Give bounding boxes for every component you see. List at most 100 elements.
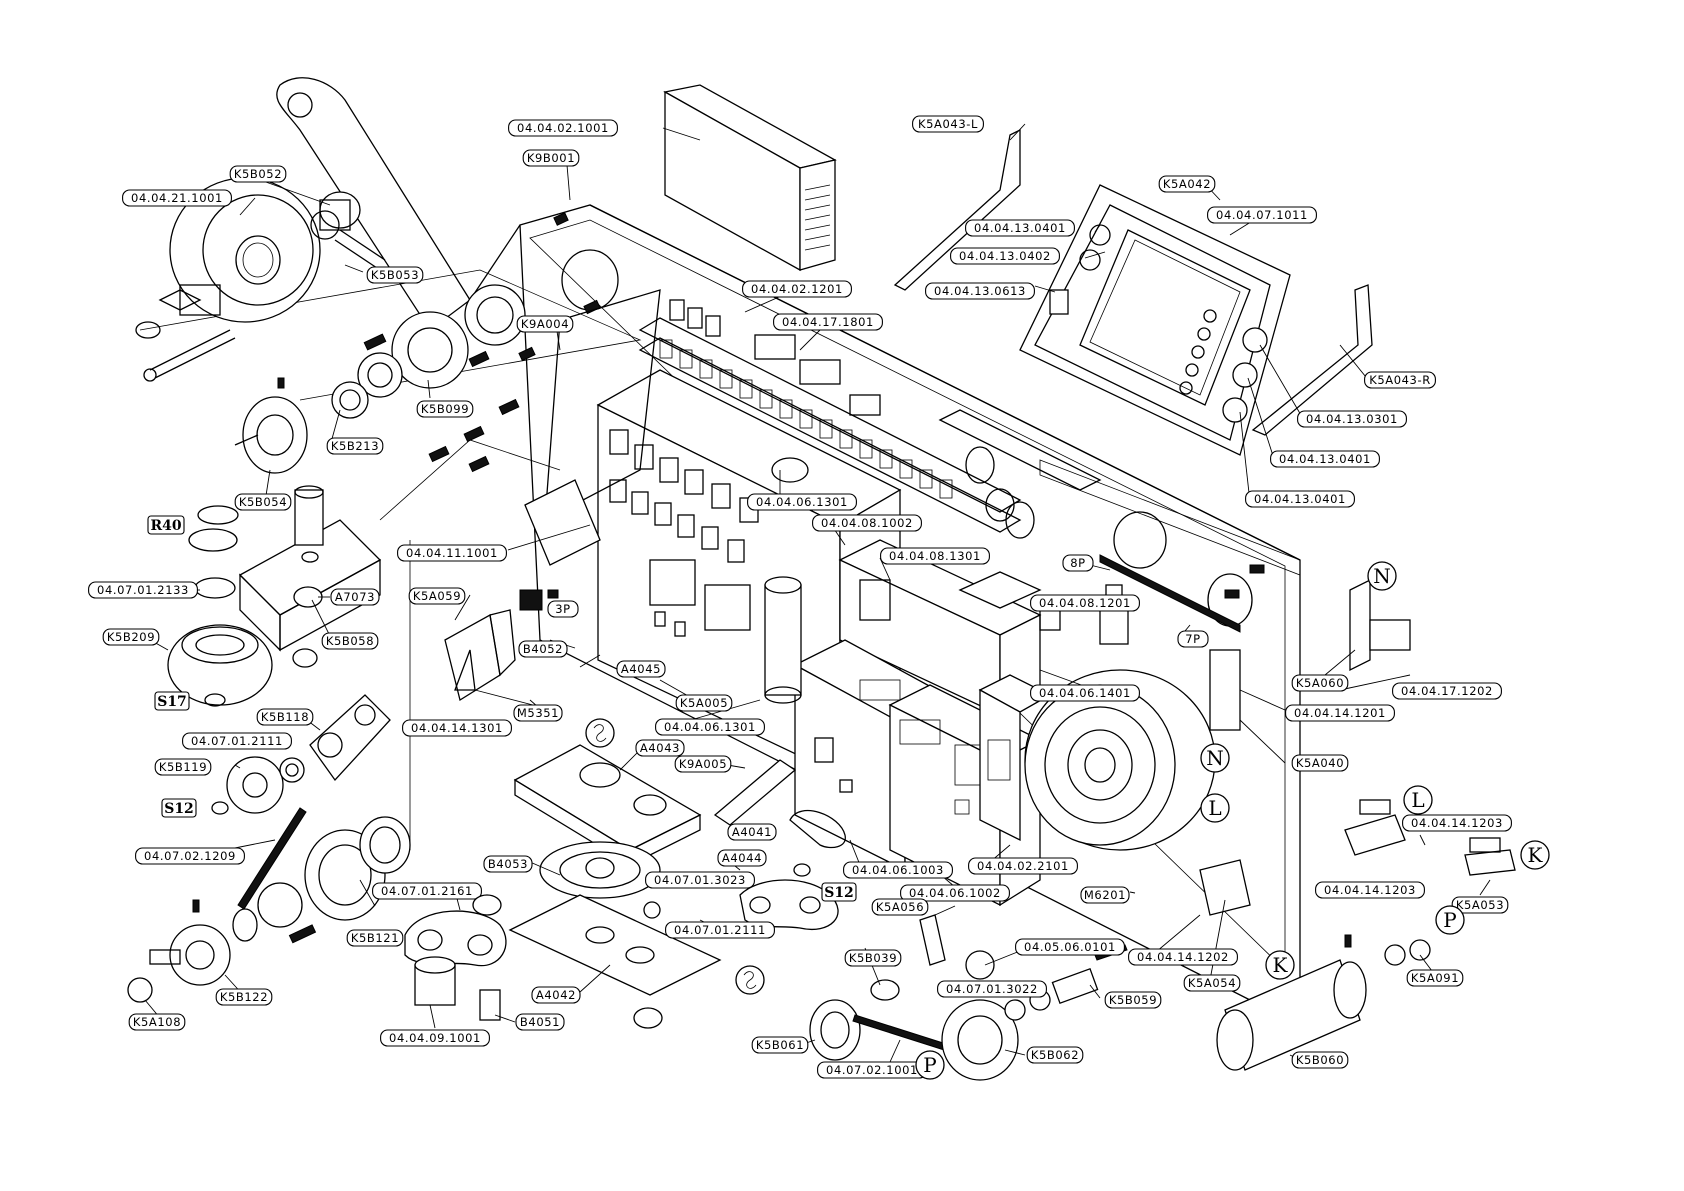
chain-04-07-02-1209 (237, 807, 307, 910)
label-frame (408, 587, 466, 605)
swing-arm (276, 77, 471, 331)
marker-n-2: N (1200, 743, 1230, 773)
part-label-04-07-01-2161: 04.07.01.2161 (372, 882, 482, 900)
svg-text:S12: S12 (824, 885, 854, 901)
label-frame (925, 282, 1035, 300)
marker-n-1: N (1367, 561, 1397, 591)
label-text: A4045 (621, 662, 661, 676)
label-frame (1291, 674, 1349, 692)
svg-text:N: N (1373, 564, 1391, 588)
label-text: K9A004 (521, 317, 569, 331)
label-frame (88, 581, 198, 599)
label-text: 04.07.01.2161 (381, 884, 473, 898)
label-frame (372, 882, 482, 900)
part-label-k5a053: K5A053 (1451, 896, 1509, 914)
label-text: K5A054 (1188, 976, 1236, 990)
label-frame (215, 988, 273, 1006)
label-text: 04.04.14.1203 (1324, 883, 1416, 897)
label-text: 04.04.06.1301 (664, 720, 756, 734)
label-text: 04.07.01.2111 (191, 734, 283, 748)
marker-k-2: K (1265, 950, 1295, 980)
label-frame (727, 823, 777, 841)
plate-k5b118 (309, 694, 391, 782)
label-text: 04.04.14.1201 (1294, 706, 1386, 720)
label-text: A7073 (335, 590, 375, 604)
label-text: A4043 (640, 741, 680, 755)
label-text: K5B118 (261, 710, 309, 724)
label-text: 04.04.13.0401 (1254, 492, 1346, 506)
label-text: K5B059 (1109, 993, 1157, 1007)
label-text: K5B119 (159, 760, 207, 774)
part-label-a4045: A4045 (616, 660, 666, 678)
svg-text:L: L (1411, 788, 1424, 812)
label-text: K5A060 (1296, 676, 1344, 690)
power-supply-04-04-02-1001 (663, 84, 837, 272)
label-frame (812, 514, 922, 532)
label-frame (1104, 991, 1162, 1009)
svg-text:S17: S17 (157, 694, 187, 710)
part-label-k5b039: K5B039 (844, 949, 902, 967)
label-frame (1392, 682, 1502, 700)
bushing-k5a091 (1384, 939, 1431, 966)
label-frame (531, 986, 581, 1004)
label-text: 04.04.06.1002 (909, 886, 1001, 900)
part-label-04-04-06-1401: 04.04.06.1401 (1030, 684, 1140, 702)
part-label-a4043: A4043 (635, 739, 685, 757)
label-text: K5A043-R (1369, 373, 1431, 387)
part-label-a4041: A4041 (727, 823, 777, 841)
marker-p-2: P (915, 1050, 945, 1080)
svg-text:K: K (1528, 843, 1544, 867)
label-text: 04.04.07.1011 (1216, 208, 1308, 222)
part-label-04-04-06-1301-a: 04.04.06.1301 (747, 493, 857, 511)
label-frame (655, 718, 765, 736)
label-text: 04.07.01.2111 (674, 923, 766, 937)
label-text: 04.04.13.0401 (1279, 452, 1371, 466)
label-frame (1030, 594, 1140, 612)
label-text: K5B052 (234, 167, 282, 181)
label-text: K5B039 (849, 951, 897, 965)
part-label-k5b213: K5B213 (326, 437, 384, 455)
part-label-k5b052: K5B052 (229, 165, 287, 183)
part-label-04-04-02-2101: 04.04.02.2101 (968, 857, 1078, 875)
svg-text:L: L (1208, 796, 1221, 820)
spring-symbols (472, 718, 765, 1029)
part-label-04-04-02-1201: 04.04.02.1201 (742, 280, 852, 298)
part-label-k5b121: K5B121 (346, 929, 404, 947)
label-text: 04.04.11.1001 (406, 546, 498, 560)
part-label-k5a054: K5A054 (1183, 974, 1241, 992)
label-frame (645, 871, 755, 889)
label-text: 04.04.09.1001 (389, 1031, 481, 1045)
label-frame (1315, 881, 1425, 899)
part-label-04-07-01-3023: 04.07.01.3023 (645, 871, 755, 889)
label-frame (182, 732, 292, 750)
part-label-04-04-14-1203-b: 04.04.14.1203 (1315, 881, 1425, 899)
switch-04-04-08-1201 (1099, 584, 1129, 645)
label-text: K5B122 (220, 990, 268, 1004)
bolt-set-dark (363, 212, 601, 473)
label-frame (635, 739, 685, 757)
label-text: 7P (1185, 632, 1200, 646)
bracket-k9a005 (713, 759, 797, 826)
label-frame (1364, 371, 1436, 389)
bracket-k5a060 (1349, 578, 1411, 672)
part-label-k5a108: K5A108 (128, 1013, 186, 1031)
part-label-k5b118: K5B118 (256, 708, 314, 726)
part-label-3p: 3P (547, 600, 579, 618)
label-frame (674, 755, 732, 773)
part-label-04-04-17-1801: 04.04.17.1801 (773, 313, 883, 331)
relay-modules (659, 299, 953, 499)
part-label-k5a056: K5A056 (871, 898, 929, 916)
part-label-k5b053: K5B053 (366, 266, 424, 284)
label-text: 04.07.01.3022 (946, 982, 1038, 996)
label-text: B4051 (520, 1015, 560, 1029)
label-frame (508, 119, 618, 137)
turntable-b4053 (539, 841, 661, 899)
part-label-k5a043-l: K5A043-L (912, 115, 984, 133)
motor-bracket-a7073 (238, 485, 382, 652)
bracket-k5a043-r (1251, 284, 1373, 436)
din-rail-04-04-02-1201 (638, 299, 1022, 533)
hmi-panel-k5a042 (1019, 184, 1291, 456)
marker-l-2: L (1403, 785, 1433, 815)
label-text: 8P (1070, 556, 1085, 570)
svg-text:K: K (1273, 953, 1289, 977)
